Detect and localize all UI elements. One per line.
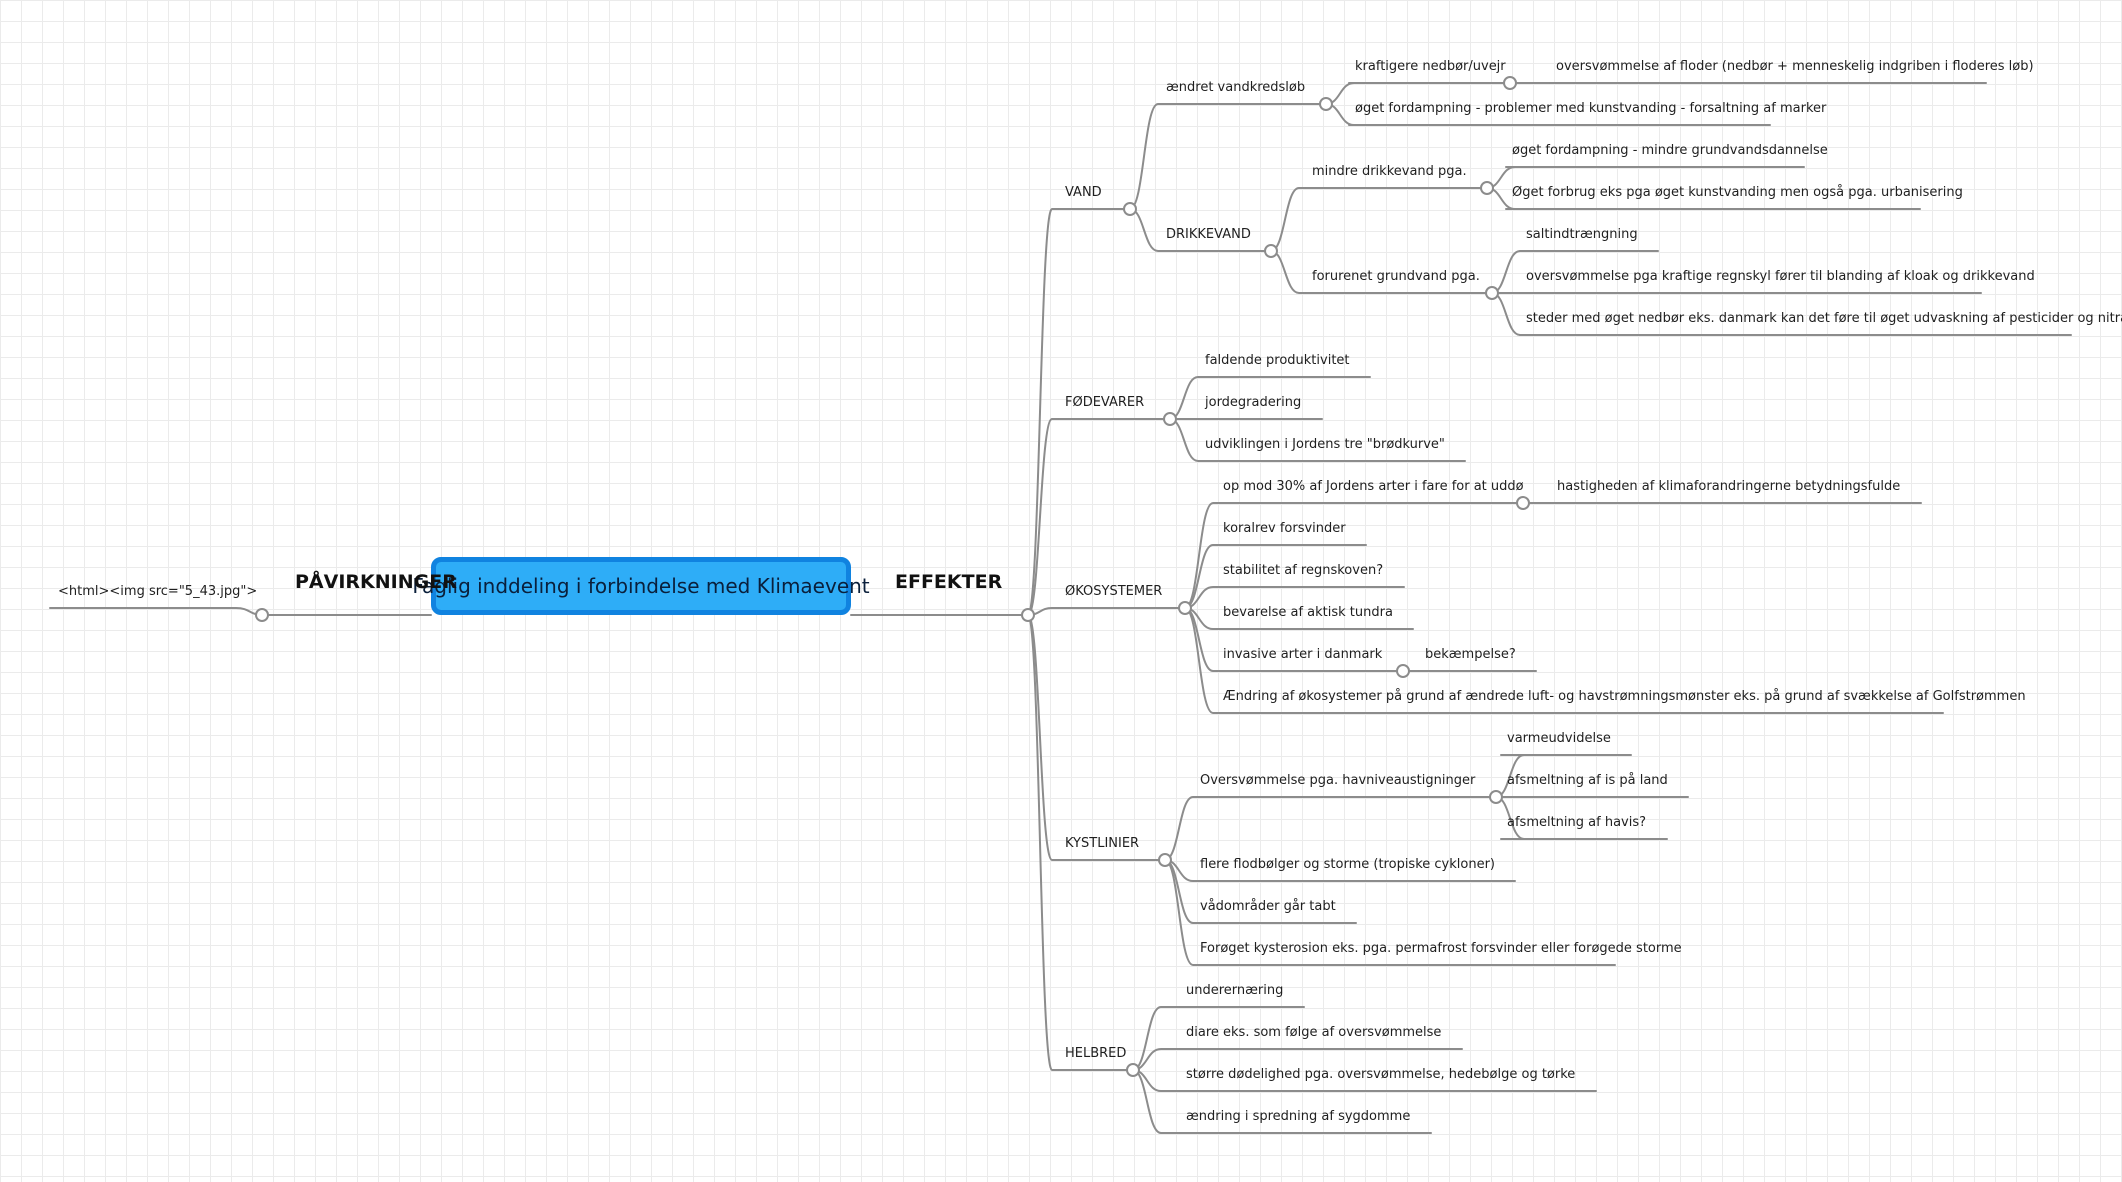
node-r-3-3[interactable]: Forøget kysterosion eks. pga. permafrost… bbox=[1200, 941, 1682, 956]
connector-line bbox=[1027, 208, 1066, 616]
collapse-toggle-icon[interactable] bbox=[1158, 853, 1172, 867]
node-r-0-0-0[interactable]: kraftigere nedbør/uvejr bbox=[1355, 59, 1506, 74]
node-r-2-0-0[interactable]: hastigheden af klimaforandringerne betyd… bbox=[1557, 479, 1901, 494]
node-r-4-1[interactable]: diare eks. som følge af oversvømmelse bbox=[1186, 1025, 1442, 1040]
node-r-0-1-1-2[interactable]: steder med øget nedbør eks. danmark kan … bbox=[1526, 311, 2122, 326]
collapse-toggle-icon[interactable] bbox=[1021, 608, 1035, 622]
connector-line bbox=[1270, 250, 1313, 294]
connector-line bbox=[1491, 292, 1527, 336]
connector-line bbox=[1132, 1006, 1187, 1071]
node-l[interactable]: PÅVIRKNINGER bbox=[295, 571, 457, 593]
collapse-toggle-icon[interactable] bbox=[1516, 496, 1530, 510]
node-r-4-3[interactable]: ændring i spredning af sygdomme bbox=[1186, 1109, 1411, 1124]
collapse-toggle-icon[interactable] bbox=[1485, 286, 1499, 300]
node-r-1-1[interactable]: jordegradering bbox=[1205, 395, 1302, 410]
node-r-3-0-2[interactable]: afsmeltning af havis? bbox=[1507, 815, 1647, 830]
connector-line bbox=[1132, 1069, 1187, 1134]
node-r-1-0[interactable]: faldende produktivitet bbox=[1205, 353, 1350, 368]
connector-line bbox=[1164, 859, 1201, 924]
node-r-0-0-0-0[interactable]: oversvømmelse af floder (nedbør + mennes… bbox=[1556, 59, 2034, 74]
node-r-0-1-0[interactable]: mindre drikkevand pga. bbox=[1312, 164, 1467, 179]
node-r-0-0-1[interactable]: øget fordampning - problemer med kunstva… bbox=[1355, 101, 1827, 116]
node-r-2-2[interactable]: stabilitet af regnskoven? bbox=[1223, 563, 1384, 578]
node-r-0-1[interactable]: DRIKKEVAND bbox=[1166, 227, 1251, 242]
collapse-toggle-icon[interactable] bbox=[1480, 181, 1494, 195]
node-r-0-1-1-0[interactable]: saltindtrængning bbox=[1526, 227, 1638, 242]
node-r-2-1[interactable]: koralrev forsvinder bbox=[1223, 521, 1346, 536]
connector-line bbox=[1270, 187, 1313, 252]
node-r-0-1-1-1[interactable]: oversvømmelse pga kraftige regnskyl føre… bbox=[1526, 269, 2035, 284]
node-r[interactable]: EFFEKTER bbox=[895, 571, 1003, 593]
connector-line bbox=[1027, 614, 1066, 1071]
central-topic[interactable]: Faglig inddeling i forbindelse med Klima… bbox=[412, 557, 870, 615]
node-r-0-0[interactable]: ændret vandkredsløb bbox=[1166, 80, 1306, 95]
node-r-3-0-0[interactable]: varmeudvidelse bbox=[1507, 731, 1611, 746]
node-r-2[interactable]: ØKOSYSTEMER bbox=[1065, 584, 1163, 599]
node-r-0-1-0-1[interactable]: Øget forbrug eks pga øget kunstvanding m… bbox=[1512, 185, 1963, 200]
node-r-0-1-1[interactable]: forurenet grundvand pga. bbox=[1312, 269, 1480, 284]
node-r-4[interactable]: HELBRED bbox=[1065, 1046, 1127, 1061]
node-r-2-0[interactable]: op mod 30% af Jordens arter i fare for a… bbox=[1223, 479, 1524, 494]
connector-line bbox=[1027, 418, 1066, 616]
node-r-2-4[interactable]: invasive arter i danmark bbox=[1223, 647, 1383, 662]
collapse-toggle-icon[interactable] bbox=[1126, 1063, 1140, 1077]
connector-line bbox=[49, 607, 263, 616]
connector-line bbox=[1169, 376, 1206, 420]
connector-line bbox=[1027, 614, 1066, 861]
connector-line bbox=[1129, 208, 1167, 252]
node-l-0[interactable]: <html><img src="5_43.jpg"> bbox=[58, 584, 258, 599]
node-r-3-2[interactable]: vådområder går tabt bbox=[1200, 899, 1336, 914]
node-r-4-2[interactable]: større dødelighed pga. oversvømmelse, he… bbox=[1186, 1067, 1576, 1082]
node-r-4-0[interactable]: underernæring bbox=[1186, 983, 1284, 998]
collapse-toggle-icon[interactable] bbox=[1178, 601, 1192, 615]
collapse-toggle-icon[interactable] bbox=[1503, 76, 1517, 90]
connector-line bbox=[1164, 796, 1201, 861]
node-r-0-1-0-0[interactable]: øget fordampning - mindre grundvandsdann… bbox=[1512, 143, 1828, 158]
node-r-2-5[interactable]: Ændring af økosystemer på grund af ændre… bbox=[1223, 689, 2026, 704]
node-r-3-0[interactable]: Oversvømmelse pga. havniveaustigninger bbox=[1200, 773, 1476, 788]
collapse-toggle-icon[interactable] bbox=[1123, 202, 1137, 216]
connector-line bbox=[1491, 250, 1527, 294]
node-r-2-3[interactable]: bevarelse af aktisk tundra bbox=[1223, 605, 1393, 620]
node-r-1[interactable]: FØDEVARER bbox=[1065, 395, 1145, 410]
collapse-toggle-icon[interactable] bbox=[255, 608, 269, 622]
collapse-toggle-icon[interactable] bbox=[1396, 664, 1410, 678]
connector-line bbox=[1169, 418, 1206, 462]
node-r-2-4-0[interactable]: bekæmpelse? bbox=[1425, 647, 1516, 662]
collapse-toggle-icon[interactable] bbox=[1264, 244, 1278, 258]
collapse-toggle-icon[interactable] bbox=[1489, 790, 1503, 804]
node-r-3-1[interactable]: flere flodbølger og storme (tropiske cyk… bbox=[1200, 857, 1495, 872]
node-r-0[interactable]: VAND bbox=[1065, 185, 1102, 200]
node-r-1-2[interactable]: udviklingen i Jordens tre "brødkurve" bbox=[1205, 437, 1445, 452]
node-r-3-0-1[interactable]: afsmeltning af is på land bbox=[1507, 773, 1668, 788]
connector-line bbox=[1129, 103, 1167, 210]
node-r-3[interactable]: KYSTLINIER bbox=[1065, 836, 1140, 851]
collapse-toggle-icon[interactable] bbox=[1163, 412, 1177, 426]
collapse-toggle-icon[interactable] bbox=[1319, 97, 1333, 111]
